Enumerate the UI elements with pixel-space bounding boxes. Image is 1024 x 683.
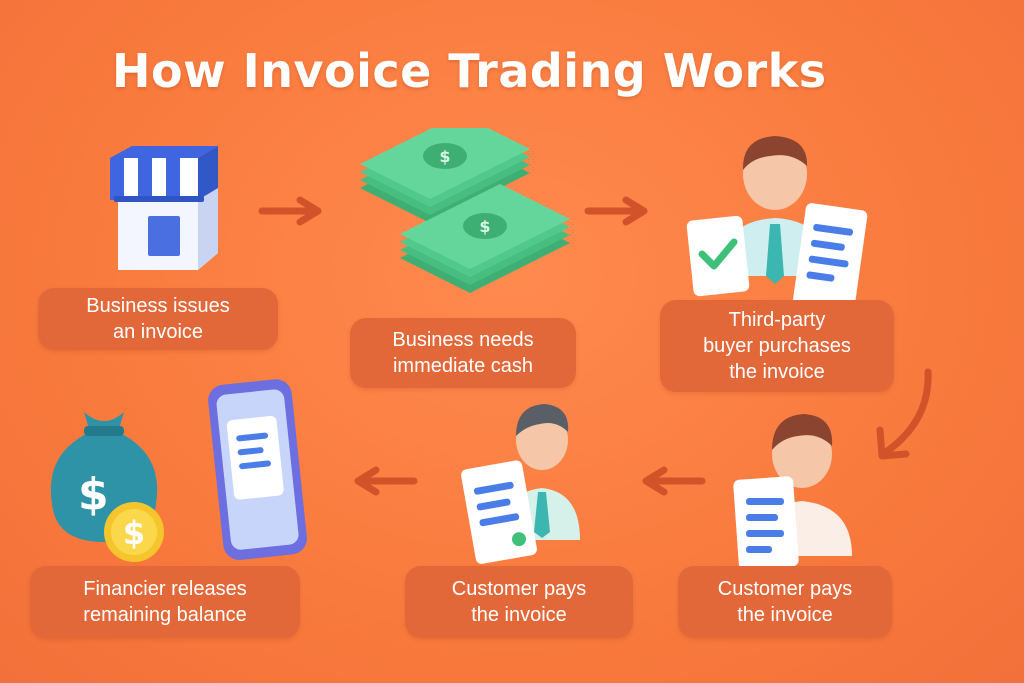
arrow-right-icon: [258, 196, 322, 226]
arrow-left-icon: [354, 466, 418, 496]
step-5-line-1: Customer pays: [717, 578, 853, 600]
svg-text:$: $: [479, 217, 490, 236]
step-4-line-2: the invoice: [471, 604, 567, 626]
step-1-line-1: Business issues: [86, 295, 230, 317]
step-2-line-1: Business needs: [392, 329, 534, 351]
arrow-right-icon: [584, 196, 648, 226]
step-3-line-2: buyer purchases: [703, 335, 851, 357]
arrow-left-icon: [642, 466, 706, 496]
step-5-label: Customer pays the invoice: [678, 566, 892, 638]
curved-arrow-down-icon: [876, 368, 932, 460]
page-title: How Invoice Trading Works: [112, 44, 827, 98]
step-2-line-2: immediate cash: [392, 355, 534, 377]
step-1-line-2: an invoice: [112, 321, 204, 343]
step-6-label: Financier releases remaining balance: [30, 566, 300, 638]
svg-text:$: $: [123, 514, 145, 552]
customer-with-invoice-icon: [733, 414, 852, 570]
step-4-label: Customer pays the invoice: [405, 566, 633, 638]
step-6-line-2: remaining balance: [83, 604, 247, 626]
step-3-line-3: the invoice: [729, 361, 825, 383]
cash-stack-icon: $ $: [360, 128, 570, 293]
step-3-label: Third-party buyer purchases the invoice: [660, 300, 894, 392]
step-1-label: Business issues an invoice: [38, 288, 278, 350]
money-bag-and-phone-icon: $ $: [50, 379, 307, 562]
buyer-with-documents-icon: [686, 136, 868, 320]
svg-text:$: $: [439, 147, 450, 166]
step-5-line-2: the invoice: [737, 604, 833, 626]
storefront-icon: [110, 146, 218, 270]
svg-text:$: $: [78, 469, 109, 520]
step-2-label: Business needs immediate cash: [350, 318, 576, 388]
step-4-line-1: Customer pays: [451, 578, 587, 600]
step-6-line-1: Financier releases: [83, 578, 247, 600]
person-with-invoice-icon: [461, 404, 580, 564]
step-3-line-1: Third-party: [728, 309, 826, 331]
